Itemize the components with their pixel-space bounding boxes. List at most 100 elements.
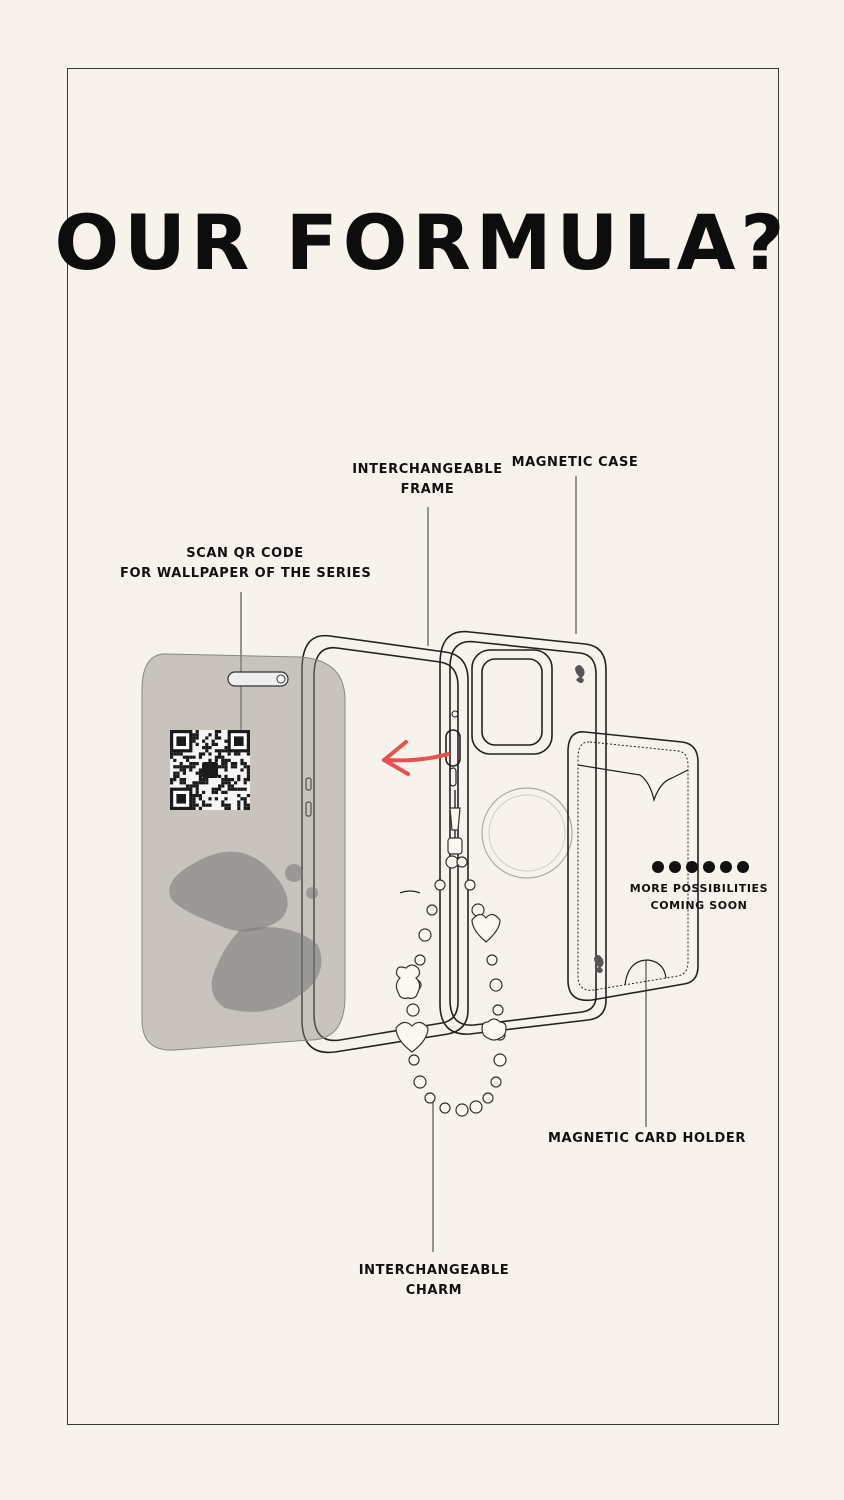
- charm-bead: [455, 1103, 469, 1117]
- qr-module: [230, 765, 234, 769]
- qr-module: [195, 730, 199, 734]
- qr-module: [176, 752, 180, 756]
- qr-finder-pattern: [234, 736, 244, 746]
- qr-module: [208, 746, 212, 750]
- qr-code: [170, 730, 250, 810]
- qr-module: [179, 752, 183, 756]
- qr-module: [224, 803, 228, 807]
- screen-protector: [141, 653, 346, 1051]
- qr-module: [246, 774, 250, 778]
- qr-module: [198, 781, 202, 785]
- charm-bead: [424, 1092, 436, 1104]
- qr-module: [182, 771, 186, 775]
- qr-module: [237, 803, 241, 807]
- flower-charm-icon: [481, 1018, 507, 1041]
- qr-module: [205, 781, 209, 785]
- interchangeable-frame: [301, 634, 469, 1054]
- qr-module: [214, 790, 218, 794]
- qr-module: [221, 755, 225, 759]
- qr-module: [221, 765, 225, 769]
- qr-module: [227, 781, 231, 785]
- qr-module: [243, 778, 247, 782]
- qr-module: [221, 778, 225, 782]
- charm-label: INTERCHANGEABLE CHARM: [355, 1261, 513, 1301]
- qr-module: [214, 797, 218, 801]
- charm-bead: [490, 1076, 502, 1088]
- qr-module: [173, 774, 177, 778]
- qr-module: [221, 781, 225, 785]
- qr-module: [237, 800, 241, 804]
- qr-module: [246, 765, 250, 769]
- qr-module: [192, 755, 196, 759]
- qr-module: [195, 803, 199, 807]
- qr-module: [243, 781, 247, 785]
- qr-module: [211, 742, 215, 746]
- qr-module: [227, 784, 231, 788]
- qr-module: [182, 755, 186, 759]
- qr-module: [192, 765, 196, 769]
- qr-module: [182, 765, 186, 769]
- qr-module: [176, 774, 180, 778]
- qr-module: [211, 790, 215, 794]
- dot: [703, 861, 715, 873]
- leader-lines: [240, 476, 647, 1252]
- qr-module: [218, 784, 222, 788]
- qr-module: [202, 752, 206, 756]
- charm-bead: [493, 1053, 507, 1067]
- qr-module: [189, 762, 193, 766]
- qr-module: [202, 739, 206, 743]
- qr-module: [221, 800, 225, 804]
- qr-finder-pattern: [176, 794, 186, 804]
- qr-module: [192, 736, 196, 740]
- dot: [686, 861, 698, 873]
- qr-module: [195, 784, 199, 788]
- qr-module: [218, 755, 222, 759]
- charm-label-line-2: CHARM: [405, 1283, 463, 1298]
- qr-module: [234, 752, 238, 756]
- qr-module: [240, 768, 244, 772]
- qr-module: [195, 733, 199, 737]
- qr-module: [224, 790, 228, 794]
- qr-module: [189, 768, 193, 772]
- frame-label-line-1: INTERCHANGEABLE: [352, 462, 503, 477]
- qr-module: [240, 762, 244, 766]
- qr-module: [227, 752, 231, 756]
- card-holder-label: MAGNETIC CARD HOLDER: [548, 1129, 747, 1149]
- qr-module: [202, 790, 206, 794]
- qr-module: [224, 765, 228, 769]
- qr-module: [243, 797, 247, 801]
- qr-module: [218, 752, 222, 756]
- magnetic-card-holder: [567, 731, 699, 1002]
- heart-charm-icon: [395, 1021, 429, 1053]
- qr-module: [205, 803, 209, 807]
- qr-module: [224, 778, 228, 782]
- charm-bead: [445, 855, 459, 869]
- frame-label-line-2: FRAME: [400, 482, 455, 497]
- qr-module: [192, 800, 196, 804]
- qr-module: [170, 778, 174, 782]
- case-label-line-1: MAGNETIC CASE: [511, 455, 639, 470]
- qr-module: [224, 762, 228, 766]
- qr-module: [195, 794, 199, 798]
- qr-module: [243, 800, 247, 804]
- qr-module: [173, 778, 177, 782]
- dot: [720, 861, 732, 873]
- qr-module: [218, 765, 222, 769]
- qr-module: [234, 762, 238, 766]
- card-holder-label-line-1: MAGNETIC CARD HOLDER: [548, 1131, 747, 1146]
- qr-module: [182, 768, 186, 772]
- qr-module: [198, 797, 202, 801]
- qr-module: [230, 778, 234, 782]
- qr-module: [224, 739, 228, 743]
- qr-module: [243, 806, 247, 810]
- qr-label-line-1: SCAN QR CODE: [186, 546, 304, 561]
- qr-module: [198, 768, 202, 772]
- qr-module: [208, 758, 212, 762]
- qr-module: [214, 742, 218, 746]
- qr-module: [192, 739, 196, 743]
- charm-bead: [469, 1100, 483, 1114]
- qr-module: [218, 736, 222, 740]
- qr-module: [221, 790, 225, 794]
- qr-module: [246, 803, 250, 807]
